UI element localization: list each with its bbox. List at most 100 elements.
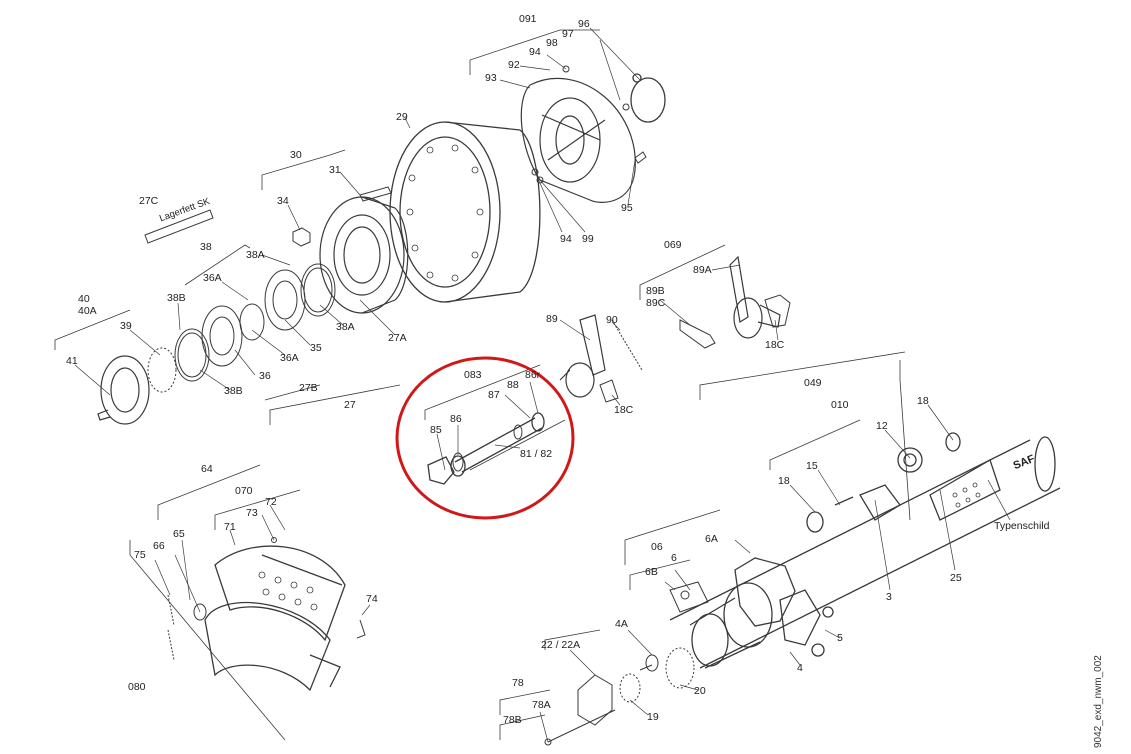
callout-27: 27	[344, 399, 356, 411]
callout-94-lower: 94	[560, 233, 572, 245]
callout-92: 92	[508, 59, 520, 71]
gasket-39	[147, 347, 177, 393]
callout-94-top: 94	[529, 46, 541, 58]
callout-18-lower: 18	[778, 475, 790, 487]
callout-89A: 89A	[693, 264, 712, 276]
callout-97: 97	[562, 28, 574, 40]
callout-95: 95	[621, 202, 633, 214]
rivet-73	[271, 537, 277, 543]
callout-89: 89	[546, 313, 558, 325]
spring-75-upper	[167, 594, 175, 626]
callout-66: 66	[153, 540, 165, 552]
back-plate-091	[520, 78, 636, 203]
callout-36A-lower: 36A	[280, 352, 299, 364]
callout-12: 12	[876, 420, 888, 432]
bearing-36	[201, 305, 243, 367]
callout-38A-lower: 38A	[336, 321, 355, 333]
callout-35: 35	[310, 342, 322, 354]
callout-88: 88	[507, 379, 519, 391]
callout-64: 64	[201, 463, 213, 475]
callout-25: 25	[950, 572, 962, 584]
highlight-circle	[395, 356, 575, 520]
callout-27C: 27C	[139, 195, 159, 207]
slack-adjuster-89A	[729, 255, 781, 339]
callout-38: 38	[200, 241, 212, 253]
ring-36A	[239, 303, 265, 341]
callout-34: 34	[277, 195, 289, 207]
spring-90	[611, 319, 643, 371]
ring-20	[665, 647, 695, 689]
part-18C-lower	[599, 379, 619, 403]
callout-20: 20	[694, 685, 706, 697]
callout-38B-upper: 38B	[167, 292, 186, 304]
leader-lines	[74, 27, 1011, 743]
callout-38B-lower: 38B	[224, 385, 243, 397]
wheel-hub-27A	[319, 196, 409, 314]
callout-18C-lower: 18C	[614, 404, 634, 416]
axle-nut-22	[577, 674, 613, 726]
callout-27B: 27B	[299, 382, 318, 394]
callout-15: 15	[806, 460, 818, 472]
nameplate-label: Typenschild	[994, 520, 1050, 532]
drawing-id: 9042_exd_nwm_002	[1093, 655, 1104, 748]
seal-38B	[174, 328, 210, 382]
callout-4A: 4A	[615, 618, 628, 630]
callout-070: 070	[235, 485, 253, 497]
washer-19	[619, 673, 641, 703]
callout-65: 65	[173, 528, 185, 540]
callout-6: 6	[671, 552, 677, 564]
bolt-94-top	[562, 65, 570, 73]
callout-6A: 6A	[705, 533, 718, 545]
brake-drum-29	[389, 121, 541, 303]
callout-049: 049	[804, 377, 822, 389]
wheel-stud-31	[359, 186, 392, 202]
callout-99: 99	[582, 233, 594, 245]
wheel-nut-34	[292, 227, 311, 247]
clip-74	[356, 619, 366, 639]
cam-bracket-6	[669, 581, 709, 613]
callout-86r: 86r	[525, 369, 541, 381]
callout-72: 72	[265, 496, 277, 508]
callout-29: 29	[396, 111, 408, 123]
callout-89B: 89B	[646, 285, 665, 297]
callout-18-upper: 18	[917, 395, 929, 407]
bolt-78	[547, 709, 616, 743]
callout-86: 86	[450, 413, 462, 425]
callout-091: 091	[519, 13, 537, 25]
bearing-35	[264, 269, 306, 331]
callout-89C: 89C	[646, 297, 666, 309]
nut-98	[622, 103, 630, 111]
bushing-4A	[645, 654, 659, 672]
callout-78B: 78B	[503, 714, 522, 726]
callout-069: 069	[664, 239, 682, 251]
callout-40A: 40A	[78, 305, 97, 317]
callout-5: 5	[837, 632, 843, 644]
callout-36: 36	[259, 370, 271, 382]
callout-73: 73	[246, 507, 258, 519]
callout-41: 41	[66, 355, 78, 367]
bolt-94-lower	[531, 168, 539, 176]
callout-38A-upper: 38A	[246, 249, 265, 261]
axle-beam-049	[669, 432, 1061, 669]
callout-98: 98	[546, 37, 558, 49]
callout-22-22A: 22 / 22A	[541, 639, 581, 651]
callout-90: 90	[606, 314, 618, 326]
grease-tube-27C	[144, 209, 214, 244]
ring-38A	[300, 263, 336, 317]
callout-85: 85	[430, 424, 442, 436]
callout-083: 083	[464, 369, 482, 381]
callout-31: 31	[329, 164, 341, 176]
spindle-carrier	[689, 557, 834, 669]
callout-06: 06	[651, 541, 663, 553]
clamp-96	[630, 73, 666, 123]
callout-96: 96	[578, 18, 590, 30]
callout-30: 30	[290, 149, 302, 161]
callout-78: 78	[512, 677, 524, 689]
callout-39: 39	[120, 320, 132, 332]
callout-71: 71	[224, 521, 236, 533]
hub-cap-40	[97, 355, 150, 425]
group-brackets	[54, 29, 911, 741]
callout-40: 40	[78, 293, 90, 305]
callout-19: 19	[647, 711, 659, 723]
